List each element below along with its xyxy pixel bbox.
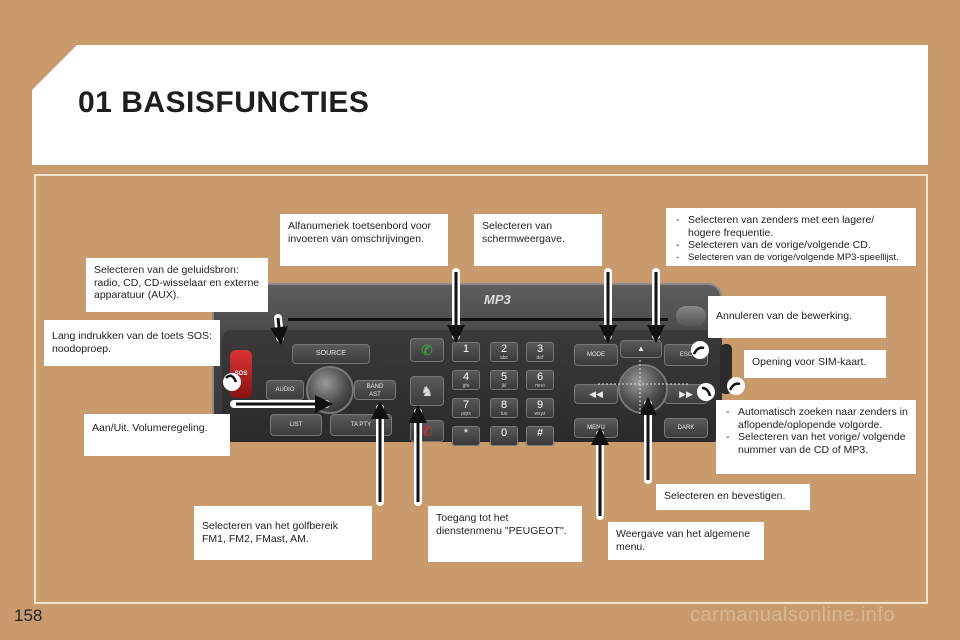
- keypad-key[interactable]: *: [452, 426, 480, 446]
- callout-display: Selecteren van schermweergave.: [474, 214, 602, 266]
- callout-sim: Opening voor SIM-kaart.: [744, 350, 886, 378]
- keypad-key-number: 1: [462, 343, 470, 355]
- arrow-up-icon: ▲: [637, 344, 645, 353]
- keypad-key-letters: jkl: [501, 383, 507, 389]
- callout-autoscan-item: Selecteren van het vorige/ volgende numm…: [726, 431, 908, 456]
- keypad-key-letters: wxyz: [534, 411, 546, 417]
- source-button[interactable]: SOURCE: [292, 344, 370, 364]
- callout-stations: Selecteren van zenders met een lagere/ h…: [666, 208, 916, 266]
- phone-red-icon: ✆: [421, 423, 433, 439]
- call-button[interactable]: ✆: [410, 338, 444, 362]
- band-sub-label: AST: [369, 392, 381, 398]
- keypad-key-number: 7: [462, 399, 470, 411]
- rewind-button[interactable]: ◀◀: [574, 384, 618, 404]
- mode-button[interactable]: MODE: [574, 344, 618, 366]
- watermark: carmanualsonline.info: [690, 604, 896, 626]
- keypad-key-number: 8: [500, 399, 508, 411]
- keypad-key-letters: def: [536, 355, 544, 361]
- keypad-key-number: #: [536, 427, 544, 439]
- callout-alphanumeric: Alfanumeriek toetsenbord voor invoeren v…: [280, 214, 448, 266]
- callout-menu: Weergave van het algemene menu.: [608, 522, 764, 560]
- mp3-logo: MP3: [484, 292, 511, 307]
- keypad-key[interactable]: 0: [490, 426, 518, 446]
- rewind-icon: ◀◀: [589, 389, 603, 399]
- header-panel: [32, 45, 928, 165]
- callout-autoscan: Automatisch zoeken naar zenders in aflop…: [716, 400, 916, 474]
- keypad-key-number: 6: [536, 371, 544, 383]
- callout-band: Selecteren van het golfbereik FM1, FM2, …: [194, 506, 372, 560]
- list-button[interactable]: LIST: [270, 414, 322, 436]
- callout-services: Toegang tot het dienstenmenu "PEUGEOT".: [428, 506, 582, 562]
- phone-green-icon: ✆: [421, 342, 433, 358]
- cd-slot: [288, 318, 668, 321]
- page-title: 01 BASISFUNCTIES: [78, 86, 370, 119]
- keypad-key-letters: pqrs: [461, 411, 471, 417]
- keypad-key-letters: mno: [535, 383, 545, 389]
- keypad-key-number: 9: [536, 399, 544, 411]
- content-frame: [34, 174, 928, 604]
- callout-sos: Lang indrukken van de toets SOS: noodopr…: [44, 320, 220, 366]
- keypad-key-number: *: [463, 427, 469, 439]
- peugeot-lion-icon: ♞: [420, 383, 434, 399]
- band-button[interactable]: BAND AST: [354, 380, 396, 400]
- eject-button[interactable]: [676, 306, 706, 326]
- callout-confirm: Selecteren en bevestigen.: [656, 484, 810, 510]
- keypad-key-letters: ghi: [462, 383, 470, 389]
- keypad-key-letters: tuv: [500, 411, 508, 417]
- keypad-key-number: 3: [536, 343, 544, 355]
- keypad-key-number: 2: [500, 343, 508, 355]
- callout-stations-item: Selecteren van de vorige/volgende CD.: [676, 239, 908, 252]
- callout-stations-item: Selecteren van zenders met een lagere/ h…: [676, 214, 908, 239]
- keypad-key-letters: abc: [499, 355, 509, 361]
- keypad-key-number: 4: [462, 371, 470, 383]
- peugeot-button[interactable]: ♞: [410, 376, 444, 406]
- callout-power: Aan/Uit. Volumeregeling.: [84, 414, 230, 456]
- keypad-key[interactable]: #: [526, 426, 554, 446]
- audio-button[interactable]: AUDIO: [266, 380, 304, 400]
- forward-icon: ▶▶: [679, 389, 693, 399]
- callout-stations-item: Selecteren van de vorige/volgende MP3-sp…: [676, 252, 908, 265]
- callout-source: Selecteren van de geluidsbron: radio, CD…: [86, 258, 268, 312]
- keypad-key[interactable]: 1: [452, 342, 480, 362]
- keypad-key-number: 5: [500, 371, 508, 383]
- callout-cancel: Annuleren van de bewerking.: [708, 296, 886, 338]
- keypad-key-number: 0: [500, 427, 508, 439]
- up-arrow-button[interactable]: ▲: [620, 340, 662, 358]
- dark-button[interactable]: DARK: [664, 418, 708, 438]
- callout-autoscan-item: Automatisch zoeken naar zenders in aflop…: [726, 406, 908, 431]
- page-number: 158: [14, 606, 43, 625]
- band-label: BAND: [366, 384, 384, 390]
